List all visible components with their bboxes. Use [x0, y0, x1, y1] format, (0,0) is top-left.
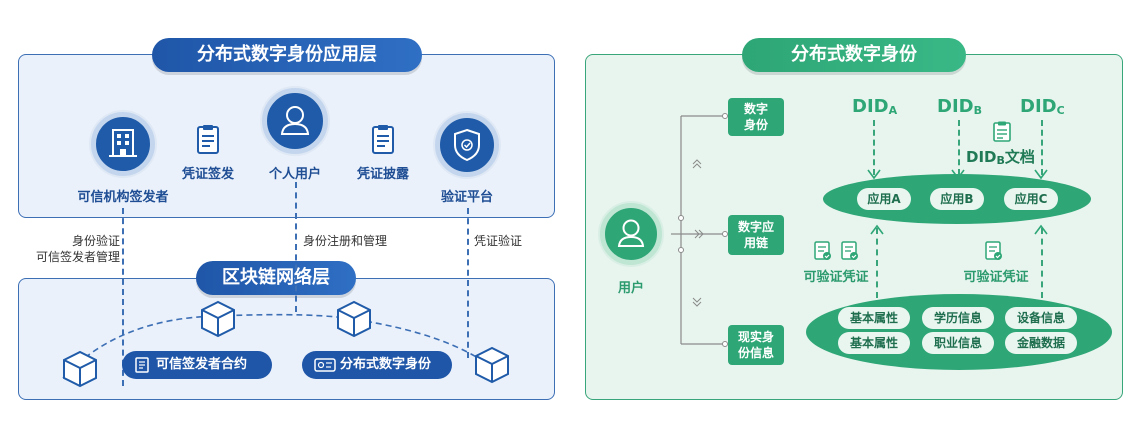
verifier-connector: [467, 208, 469, 358]
vc-right-arrow: [1041, 228, 1043, 298]
verifier-node: [435, 113, 499, 177]
did-doc-label: DIDB文档: [966, 146, 1035, 167]
credential-icon: [841, 241, 858, 260]
attr-device-chip: 设备信息: [1005, 307, 1077, 329]
issuer-label: 可信机构签发者: [77, 190, 169, 205]
attr-education-chip: 学历信息: [922, 307, 994, 329]
did-a-arrow: [873, 120, 875, 175]
real-info-box: 现实身份信息: [728, 325, 784, 365]
contract-chip: 可信签发者合约: [122, 351, 272, 379]
app-layer-title: 分布式数字身份应用层: [152, 38, 422, 72]
did-title: 分布式数字身份: [742, 38, 966, 72]
contract-icon: [135, 357, 149, 373]
did-b-arrow: [958, 120, 960, 175]
disclose-document-icon: [372, 125, 394, 154]
vc-arrowheads: [870, 224, 1048, 235]
app-chain-text: 数字应用链: [737, 220, 774, 250]
did-b-label: DIDB: [937, 96, 982, 117]
digital-id-text: 数字身份: [743, 102, 768, 132]
id-card-icon: [314, 358, 336, 372]
chain-arc: [62, 313, 494, 379]
digital-id-box: 数字身份: [728, 98, 784, 136]
identity-verify-label: 身份验证 可信签发者管理: [20, 233, 120, 265]
chain-layer-panel: [18, 278, 555, 400]
app-c-chip: 应用C: [1004, 188, 1058, 210]
vc-right-label: 可验证凭证: [963, 270, 1029, 285]
did-a-sub: A: [888, 104, 898, 117]
did-chip: 分布式数字身份: [302, 351, 452, 379]
user-green-label: 用户: [617, 281, 644, 296]
issue-document-icon: [197, 125, 219, 154]
did-b-main: DID: [937, 96, 974, 117]
vc-left-arrow: [876, 228, 878, 298]
real-info-text: 现实身份信息: [737, 330, 774, 360]
cube-icon: [475, 346, 509, 384]
did-c-sub: C: [1056, 104, 1065, 117]
user-node: [262, 88, 328, 154]
attr-finance-chip: 金融数据: [1005, 332, 1077, 354]
app-a-chip: 应用A: [857, 188, 911, 210]
did-doc-sub: B: [996, 154, 1005, 167]
cube-icon: [337, 300, 371, 338]
verifier-label: 验证平台: [440, 190, 493, 205]
credential-verify-label: 凭证验证: [474, 234, 523, 248]
did-doc-suffix: 文档: [1004, 148, 1035, 166]
did-c-arrow: [1041, 120, 1043, 175]
attr-basic2-chip: 基本属性: [838, 332, 910, 354]
did-c-main: DID: [1020, 96, 1057, 117]
did-a-label: DIDA: [852, 96, 897, 117]
did-document-icon: [993, 121, 1011, 142]
user-connector: [295, 182, 297, 312]
user-icon: [617, 219, 645, 247]
blockchain-network-graphic: [62, 300, 509, 388]
disclose-doc-label: 凭证披露: [356, 167, 409, 182]
vc-left-label: 可验证凭证: [803, 270, 869, 285]
did-a-main: DID: [852, 96, 889, 117]
issue-doc-label: 凭证签发: [181, 167, 234, 182]
shield-icon: [454, 128, 480, 162]
chain-layer-title: 区块链网络层: [196, 261, 356, 295]
credential-icon: [814, 241, 831, 260]
app-b-chip: 应用B: [930, 188, 984, 210]
user-label: 个人用户: [268, 167, 321, 182]
did-b-sub: B: [973, 104, 982, 117]
did-doc-main: DID: [966, 148, 997, 166]
issuer-connector: [122, 208, 124, 386]
attr-basic-chip: 基本属性: [838, 307, 910, 329]
identity-verify-line1: 身份验证: [71, 234, 120, 248]
user-node-green: [600, 203, 662, 265]
identity-register-label: 身份注册和管理: [303, 234, 388, 248]
contract-label: 可信签发者合约: [156, 357, 248, 372]
cube-icon: [201, 300, 235, 338]
issuer-node: [91, 112, 155, 176]
building-icon: [109, 129, 137, 157]
app-chain-box: 数字应用链: [728, 215, 784, 255]
cube-icon: [63, 350, 97, 388]
did-chip-label: 分布式数字身份: [340, 357, 432, 372]
user-icon: [280, 106, 310, 135]
user-connectors: [671, 113, 728, 347]
did-c-label: DIDC: [1020, 96, 1065, 117]
attr-career-chip: 职业信息: [922, 332, 994, 354]
credential-icon: [985, 241, 1002, 260]
identity-verify-line2: 可信签发者管理: [35, 250, 120, 264]
